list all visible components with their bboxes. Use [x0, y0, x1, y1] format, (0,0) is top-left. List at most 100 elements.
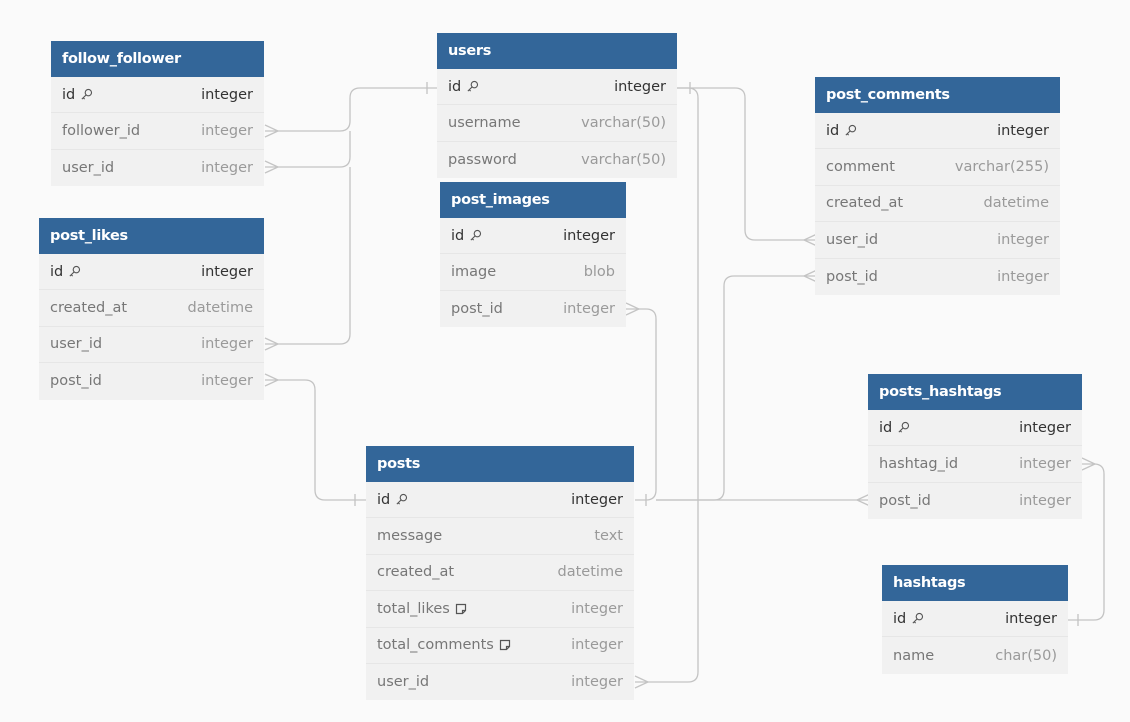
column-row[interactable]: id integer — [366, 482, 634, 519]
link-images-post-id-posts — [626, 308, 657, 501]
column-name: id — [893, 610, 907, 627]
column-left: id — [50, 264, 81, 280]
crow-foot-hashtag-id — [1081, 457, 1097, 471]
table-header[interactable]: post_comments — [815, 77, 1060, 113]
column-name: post_id — [50, 373, 102, 390]
crow-foot-likes-user-id — [264, 337, 280, 351]
column-type: integer — [571, 600, 623, 617]
column-name: comment — [826, 159, 895, 176]
column-row[interactable]: id integer — [51, 77, 264, 114]
column-name: post_id — [451, 300, 503, 317]
column-type: integer — [997, 231, 1049, 248]
column-type: integer — [571, 491, 623, 508]
column-row[interactable]: post_id integer — [39, 363, 264, 399]
column-name: created_at — [377, 564, 455, 581]
primary-key-icon — [466, 80, 479, 93]
column-name: user_id — [826, 231, 879, 248]
column-type: integer — [201, 373, 253, 390]
crow-foot-follower-id — [264, 124, 280, 138]
column-left: created_at — [826, 195, 903, 211]
primary-key-icon — [897, 421, 910, 434]
column-type: integer — [201, 123, 253, 140]
column-name: password — [448, 151, 517, 168]
column-name: user_id — [50, 336, 103, 353]
table-header[interactable]: post_images — [440, 182, 626, 218]
link-likes-post-id-posts — [265, 379, 367, 501]
crow-foot-follow-user-id — [264, 160, 280, 174]
column-left: hashtag_id — [879, 456, 958, 472]
column-left: username — [448, 115, 521, 131]
column-name: id — [377, 491, 391, 508]
link-follower-id-users — [265, 87, 437, 132]
column-type: integer — [201, 86, 253, 103]
column-left: id — [62, 87, 93, 103]
crow-foot-posts-user-id — [634, 675, 650, 689]
column-name: name — [893, 647, 935, 664]
column-type: integer — [1019, 492, 1071, 509]
column-left: user_id — [50, 336, 102, 352]
primary-key-icon — [911, 612, 924, 625]
column-left: post_id — [50, 373, 102, 389]
column-left: password — [448, 152, 517, 168]
column-name: follower_id — [62, 123, 141, 140]
crow-foot-hashtags-post-id — [855, 493, 871, 507]
column-left: user_id — [377, 674, 429, 690]
column-left: created_at — [377, 564, 454, 580]
link-users-comments — [677, 87, 817, 241]
column-type: datetime — [557, 564, 623, 581]
table-header[interactable]: posts_hashtags — [868, 374, 1082, 410]
column-type: integer — [201, 263, 253, 280]
table-header[interactable]: post_likes — [39, 218, 264, 254]
column-left: comment — [826, 159, 895, 175]
link-follow-user-id-users — [265, 131, 351, 168]
table-header[interactable]: follow_follower — [51, 41, 264, 77]
column-name: id — [451, 227, 465, 244]
column-left: id — [451, 228, 482, 244]
note-icon[interactable] — [455, 603, 467, 615]
column-row[interactable]: user_id integer — [815, 222, 1060, 259]
primary-key-icon — [844, 124, 857, 137]
column-name: user_id — [377, 674, 430, 691]
crow-foot-comments-user-id — [802, 233, 818, 247]
column-row[interactable]: follower_id integer — [51, 113, 264, 150]
table-header[interactable]: users — [437, 33, 677, 69]
column-left: user_id — [826, 232, 878, 248]
column-row[interactable]: id integer — [39, 254, 264, 291]
table-header[interactable]: hashtags — [882, 565, 1068, 601]
link-posts-comments-post-id — [656, 275, 817, 501]
table-header[interactable]: posts — [366, 446, 634, 482]
note-icon[interactable] — [499, 639, 511, 651]
column-name: id — [879, 419, 893, 436]
column-row[interactable]: created_at datetime — [366, 555, 634, 592]
